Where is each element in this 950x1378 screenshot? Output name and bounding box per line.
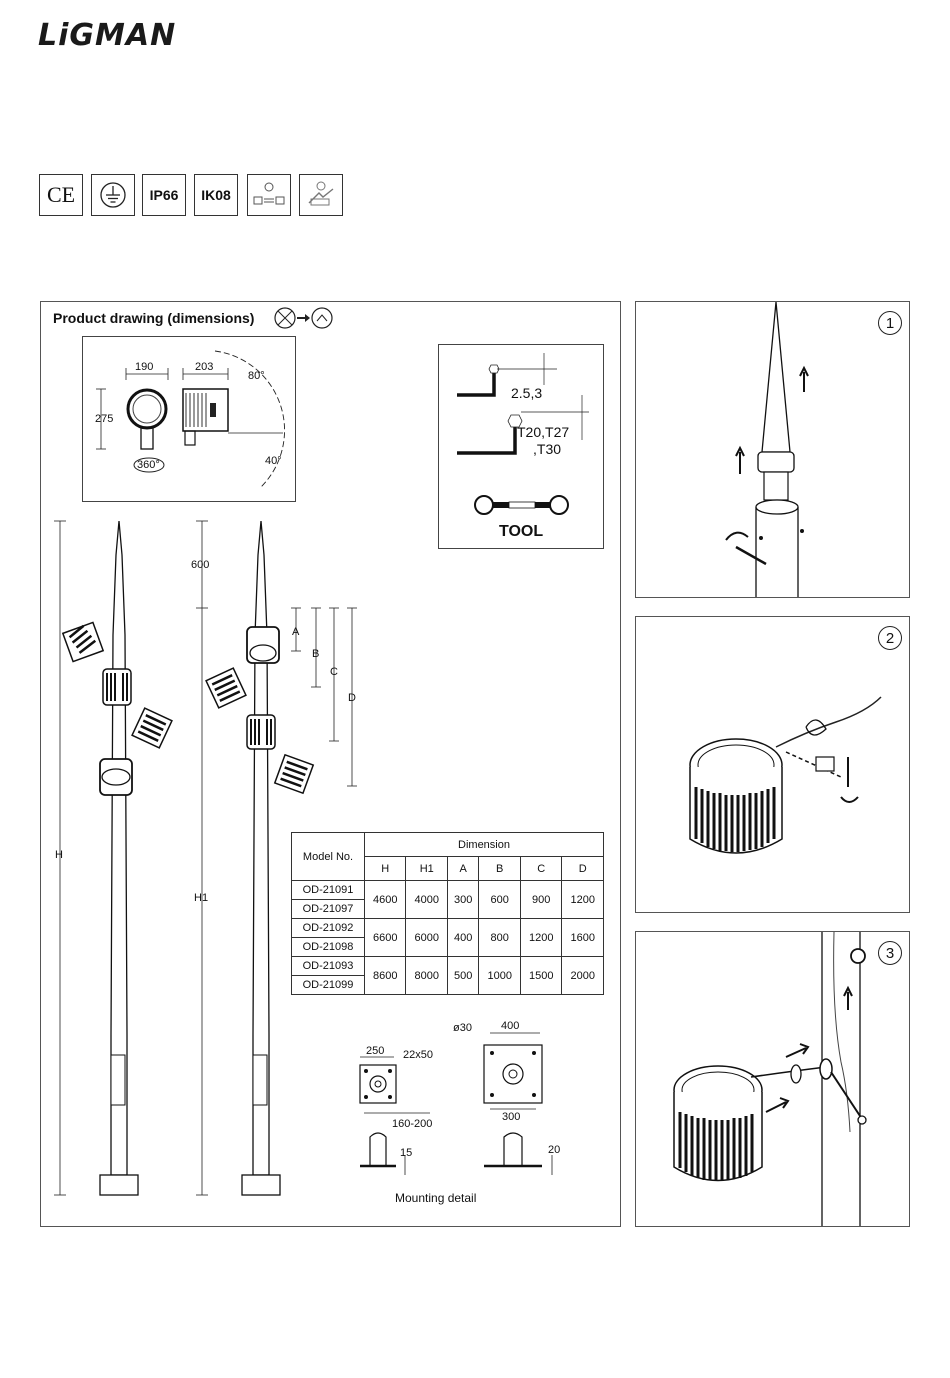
step-1-panel: 1 xyxy=(635,301,910,598)
product-drawing-panel xyxy=(40,301,621,1227)
pole-a-label: A xyxy=(292,626,300,638)
head-rotation-label: 360° xyxy=(137,459,160,471)
head-height-label: 275 xyxy=(95,413,114,425)
large-plate-thickness-label: 20 xyxy=(548,1144,561,1156)
torx-size-label-2: ,T30 xyxy=(533,441,562,457)
column-header: H xyxy=(363,856,407,881)
value-cell: 1200 xyxy=(519,918,563,957)
disassemble-icon xyxy=(273,306,335,335)
value-cell: 1000 xyxy=(478,956,521,995)
pole-drawings xyxy=(54,520,357,1196)
value-cell: 800 xyxy=(478,918,521,957)
column-header: C xyxy=(519,856,563,881)
value-cell: 1500 xyxy=(519,956,563,995)
tilt-up-label: 80° xyxy=(248,370,265,382)
maintenance-icon xyxy=(299,174,343,216)
pole-d-label: D xyxy=(348,692,356,704)
small-plate-width-label: 250 xyxy=(366,1045,385,1057)
head-depth-label: 203 xyxy=(195,361,214,373)
brand-logo-text: LiGMAN xyxy=(38,18,177,53)
dimension-table: Model No. Dimension H H1 A B C D OD-2109… xyxy=(291,832,604,995)
large-plate-width-label: 400 xyxy=(501,1020,520,1032)
value-cell: 1600 xyxy=(561,918,604,957)
step-3-number: 3 xyxy=(878,941,902,965)
value-cell: 600 xyxy=(478,880,521,919)
large-plate-hole-label: ø30 xyxy=(453,1022,472,1034)
pole-b-label: B xyxy=(312,648,320,660)
value-cell: 900 xyxy=(519,880,563,919)
tilt-down-label: 40° xyxy=(265,455,282,467)
small-plate-slot-label: 22x50 xyxy=(403,1049,433,1061)
value-cell: 6600 xyxy=(363,918,407,957)
earth-class-icon xyxy=(91,174,135,216)
value-cell: 4600 xyxy=(363,880,407,919)
product-drawing-title: Product drawing (dimensions) xyxy=(53,310,255,326)
column-header: H1 xyxy=(405,856,448,881)
value-cell: 8600 xyxy=(363,956,407,995)
pole-c-label: C xyxy=(330,666,338,678)
small-plate-thickness-label: 15 xyxy=(400,1147,413,1159)
ce-mark-icon: CE xyxy=(39,174,83,216)
head-width-label: 190 xyxy=(135,361,154,373)
tool-label: TOOL xyxy=(499,523,544,540)
dimension-header: Dimension xyxy=(364,832,604,857)
model-cell: OD-21098 xyxy=(291,937,365,957)
model-cell: OD-21093 xyxy=(291,956,365,976)
mounting-detail-drawing xyxy=(359,1032,553,1175)
mounting-detail-caption: Mounting detail xyxy=(395,1191,477,1205)
value-cell: 300 xyxy=(446,880,480,919)
column-header: B xyxy=(478,856,521,881)
pole-h1-label: H1 xyxy=(194,892,209,904)
tool-box: 2.5,3 T20,T27 ,T30 TOOL xyxy=(438,344,604,549)
step-2-panel: 2 xyxy=(635,616,910,913)
model-cell: OD-21092 xyxy=(291,918,365,938)
adjust-icon xyxy=(247,174,291,216)
value-cell: 8000 xyxy=(405,956,448,995)
model-cell: OD-21097 xyxy=(291,899,365,919)
small-plate-spacing-label: 160-200 xyxy=(392,1118,433,1130)
hex-key-size-label: 2.5,3 xyxy=(511,385,543,401)
column-header: D xyxy=(561,856,604,881)
pole-top-label: 600 xyxy=(191,559,210,571)
step-1-number: 1 xyxy=(878,311,902,335)
step-3-panel: 3 xyxy=(635,931,910,1227)
value-cell: 6000 xyxy=(405,918,448,957)
ik08-badge: IK08 xyxy=(194,174,238,216)
lamp-head-drawing: 190 203 275 360° 80° 40° xyxy=(82,336,296,502)
pole-h-label: H xyxy=(55,849,63,861)
value-cell: 4000 xyxy=(405,880,448,919)
column-header: A xyxy=(446,856,480,881)
model-cell: OD-21091 xyxy=(291,880,365,900)
step-2-number: 2 xyxy=(878,626,902,650)
value-cell: 2000 xyxy=(561,956,604,995)
torx-size-label-1: T20,T27 xyxy=(517,424,570,440)
brand-logo: LiGMAN xyxy=(38,18,228,54)
model-header: Model No. xyxy=(291,832,365,881)
large-plate-spacing-label: 300 xyxy=(502,1111,521,1123)
ip66-badge: IP66 xyxy=(142,174,186,216)
value-cell: 500 xyxy=(446,956,480,995)
value-cell: 1200 xyxy=(561,880,604,919)
model-cell: OD-21099 xyxy=(291,975,365,995)
value-cell: 400 xyxy=(446,918,480,957)
